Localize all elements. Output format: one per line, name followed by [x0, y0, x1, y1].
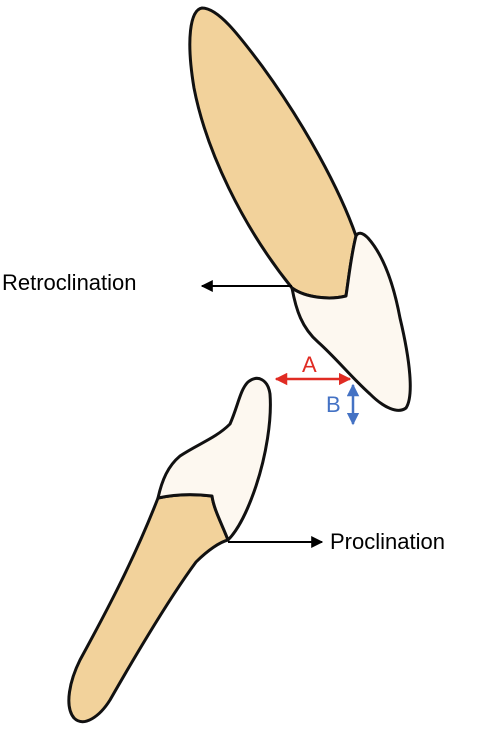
upper-incisor-icon [188, 6, 412, 412]
overbite-label: B [326, 392, 341, 417]
overjet-label: A [302, 352, 317, 377]
lower-incisor-crown [156, 377, 272, 542]
upper-incisor-crown [290, 231, 412, 412]
upper-incisor-root [188, 6, 358, 300]
proclination-label: Proclination [330, 529, 445, 554]
lower-incisor-root [67, 493, 230, 724]
retroclination-label: Retroclination [2, 270, 137, 295]
lower-incisor-icon [67, 377, 272, 724]
